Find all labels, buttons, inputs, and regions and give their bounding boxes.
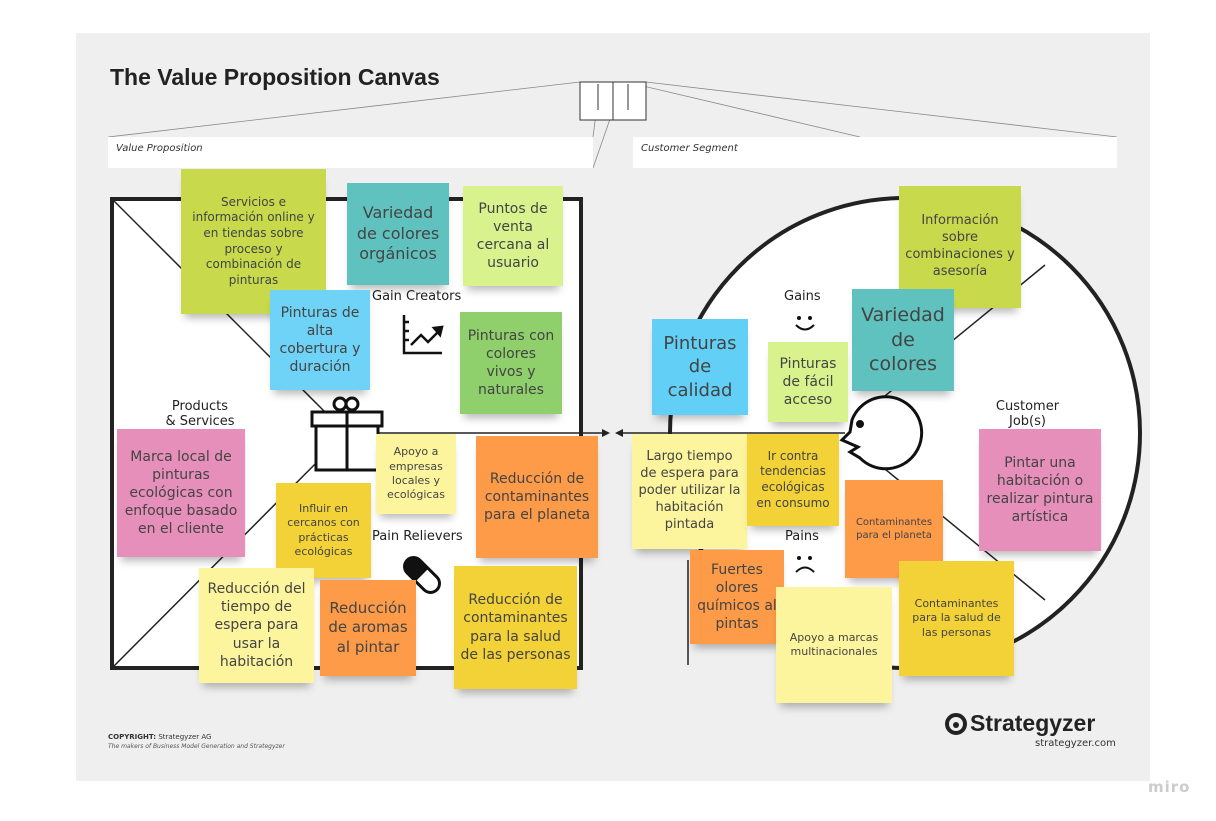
strategyzer-url: strategyzer.com	[1035, 738, 1116, 749]
sticky-note[interactable]: Pinturas con colores vivos y naturales	[460, 312, 562, 414]
sticky-note[interactable]: Influir en cercanos con prácticas ecológ…	[276, 483, 371, 578]
customer-jobs-label: Customer Job(s)	[995, 399, 1060, 429]
sticky-note[interactable]: Largo tiempo de espera para poder utiliz…	[632, 434, 747, 549]
miro-watermark: miro	[1148, 778, 1191, 796]
copyright: COPYRIGHT: Strategyzer AG The makers of B…	[108, 733, 285, 750]
sticky-note[interactable]: Reducción del tiempo de espera para usar…	[199, 568, 314, 683]
tagline: The makers of Business Model Generation …	[108, 743, 285, 750]
gain-creators-label: Gain Creators	[372, 289, 462, 304]
sticky-note[interactable]: Ir contra tendencias ecológicas en consu…	[747, 434, 839, 526]
pains-label: Pains	[785, 529, 819, 544]
sticky-note[interactable]: Reducción de contaminantes para la salud…	[454, 566, 577, 689]
sticky-note[interactable]: Información sobre combinaciones y asesor…	[899, 186, 1021, 308]
products-services-label: Products & Services	[165, 399, 235, 429]
sticky-note[interactable]: Apoyo a empresas locales y ecológicas	[376, 434, 456, 514]
sticky-note[interactable]: Pintar una habitación o realizar pintura…	[979, 429, 1101, 551]
canvas-thumbnail-icon	[579, 81, 647, 121]
page-title: The Value Proposition Canvas	[110, 64, 440, 90]
sticky-note[interactable]: Marca local de pinturas ecológicas con e…	[117, 429, 245, 557]
frown-icon	[795, 556, 815, 573]
sticky-note[interactable]: Pinturas de alta cobertura y duración	[270, 290, 370, 390]
sticky-note[interactable]: Variedad de colores	[852, 289, 954, 391]
customer-face-icon	[839, 395, 924, 471]
pain-relievers-label: Pain Relievers	[372, 529, 463, 544]
copyright-owner: Strategyzer AG	[158, 733, 212, 741]
arrow-left-icon	[615, 429, 623, 437]
strategyzer-logo-icon	[945, 712, 967, 735]
sticky-note[interactable]: Pinturas de calidad	[652, 319, 748, 415]
customer-segment-header: Customer Segment	[633, 137, 1117, 168]
value-proposition-header: Value Proposition	[108, 137, 593, 168]
sticky-note[interactable]: Apoyo a marcas multinacionales	[776, 587, 892, 703]
sticky-note[interactable]: Servicios e información online y en tien…	[181, 169, 326, 314]
gift-icon	[310, 396, 384, 472]
sticky-note[interactable]: Contaminantes para la salud de las perso…	[899, 561, 1014, 676]
chart-growth-icon	[402, 315, 444, 355]
smile-icon	[795, 316, 815, 331]
sticky-note[interactable]: Pinturas de fácil acceso	[768, 342, 848, 422]
sticky-note[interactable]: Puntos de venta cercana al usuario	[463, 186, 563, 286]
strategyzer-logo: Strategyzer	[945, 710, 1095, 737]
logo-text: Strategyzer	[970, 710, 1096, 736]
arrow-right-icon	[602, 429, 610, 437]
sticky-note[interactable]: Reducción de contaminantes para el plane…	[476, 436, 598, 558]
gains-label: Gains	[784, 289, 821, 304]
sticky-note[interactable]: Variedad de colores orgánicos	[347, 183, 449, 285]
sticky-note[interactable]: Reducción de aromas al pintar	[320, 580, 416, 676]
copyright-label: COPYRIGHT:	[108, 733, 157, 741]
sticky-note[interactable]: Fuertes olores químicos al pintas	[690, 550, 784, 644]
